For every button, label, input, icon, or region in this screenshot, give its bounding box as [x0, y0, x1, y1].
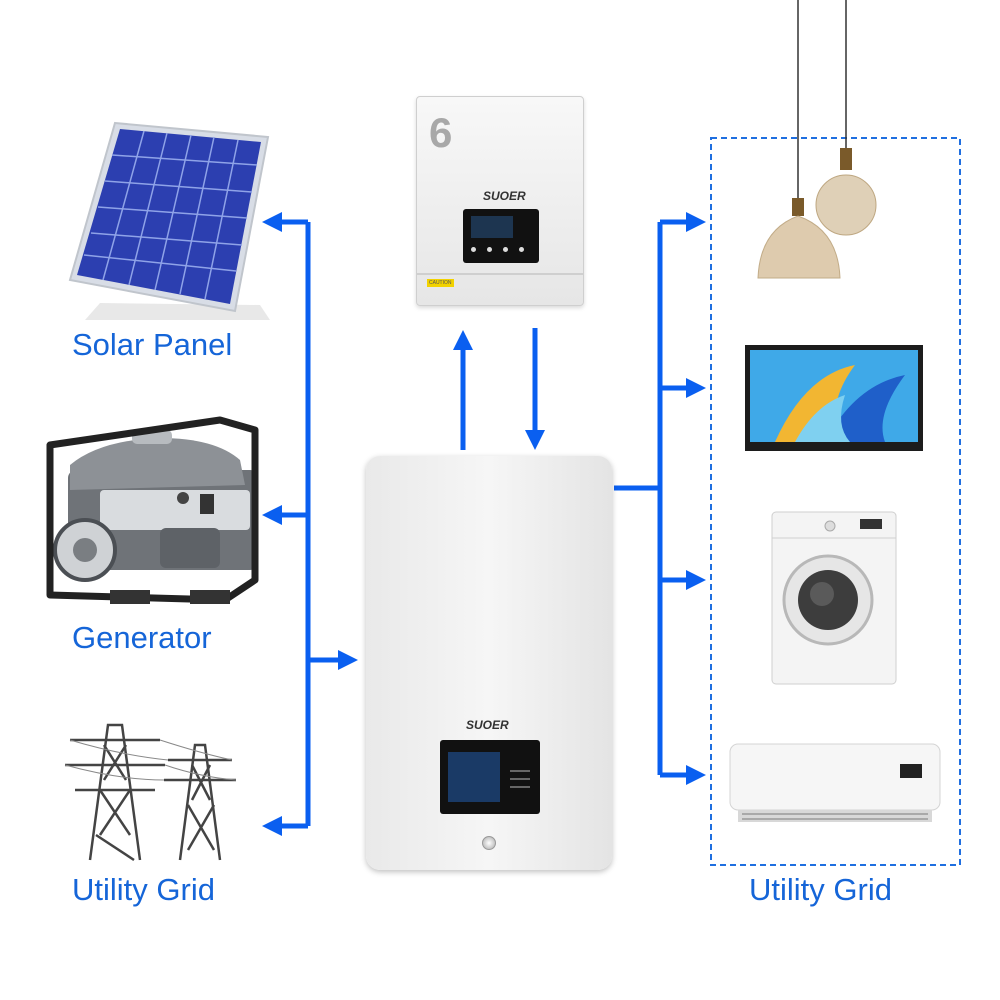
power-button[interactable] [482, 836, 496, 850]
inverter-button[interactable] [471, 247, 476, 252]
television-icon [745, 345, 923, 451]
solar-panel-icon [68, 121, 270, 320]
inverter-screen [471, 216, 513, 238]
inverter-unit: 6 SUOER CAUTION [416, 96, 584, 306]
battery-unit: SUOER [366, 456, 612, 870]
inverter-caution-label: CAUTION [427, 279, 454, 287]
inverter-model-number: 6 [429, 109, 453, 156]
battery-indicator [510, 778, 530, 780]
loads-dashed-box [710, 137, 961, 866]
utility-grid-source-label: Utility Grid [72, 872, 215, 907]
pendant-lamp-icon [757, 0, 877, 279]
battery-indicator [510, 770, 530, 772]
battery-display [440, 740, 540, 814]
generator-icon [46, 416, 259, 604]
utility-grid-loads-label: Utility Grid [749, 872, 892, 907]
inverter-brand: SUOER [483, 189, 526, 203]
solar-panel-label: Solar Panel [72, 327, 233, 362]
washing-machine-icon [771, 511, 897, 685]
inverter-display [463, 209, 539, 263]
inverter-button[interactable] [519, 247, 524, 252]
inverter-button[interactable] [487, 247, 492, 252]
inverter-divider [417, 273, 583, 275]
generator-label: Generator [72, 620, 212, 655]
battery-brand: SUOER [466, 718, 509, 732]
inverter-button[interactable] [503, 247, 508, 252]
battery-indicator [510, 786, 530, 788]
air-conditioner-icon [729, 743, 941, 822]
battery-screen [448, 752, 500, 802]
power-tower-icon [64, 723, 237, 862]
